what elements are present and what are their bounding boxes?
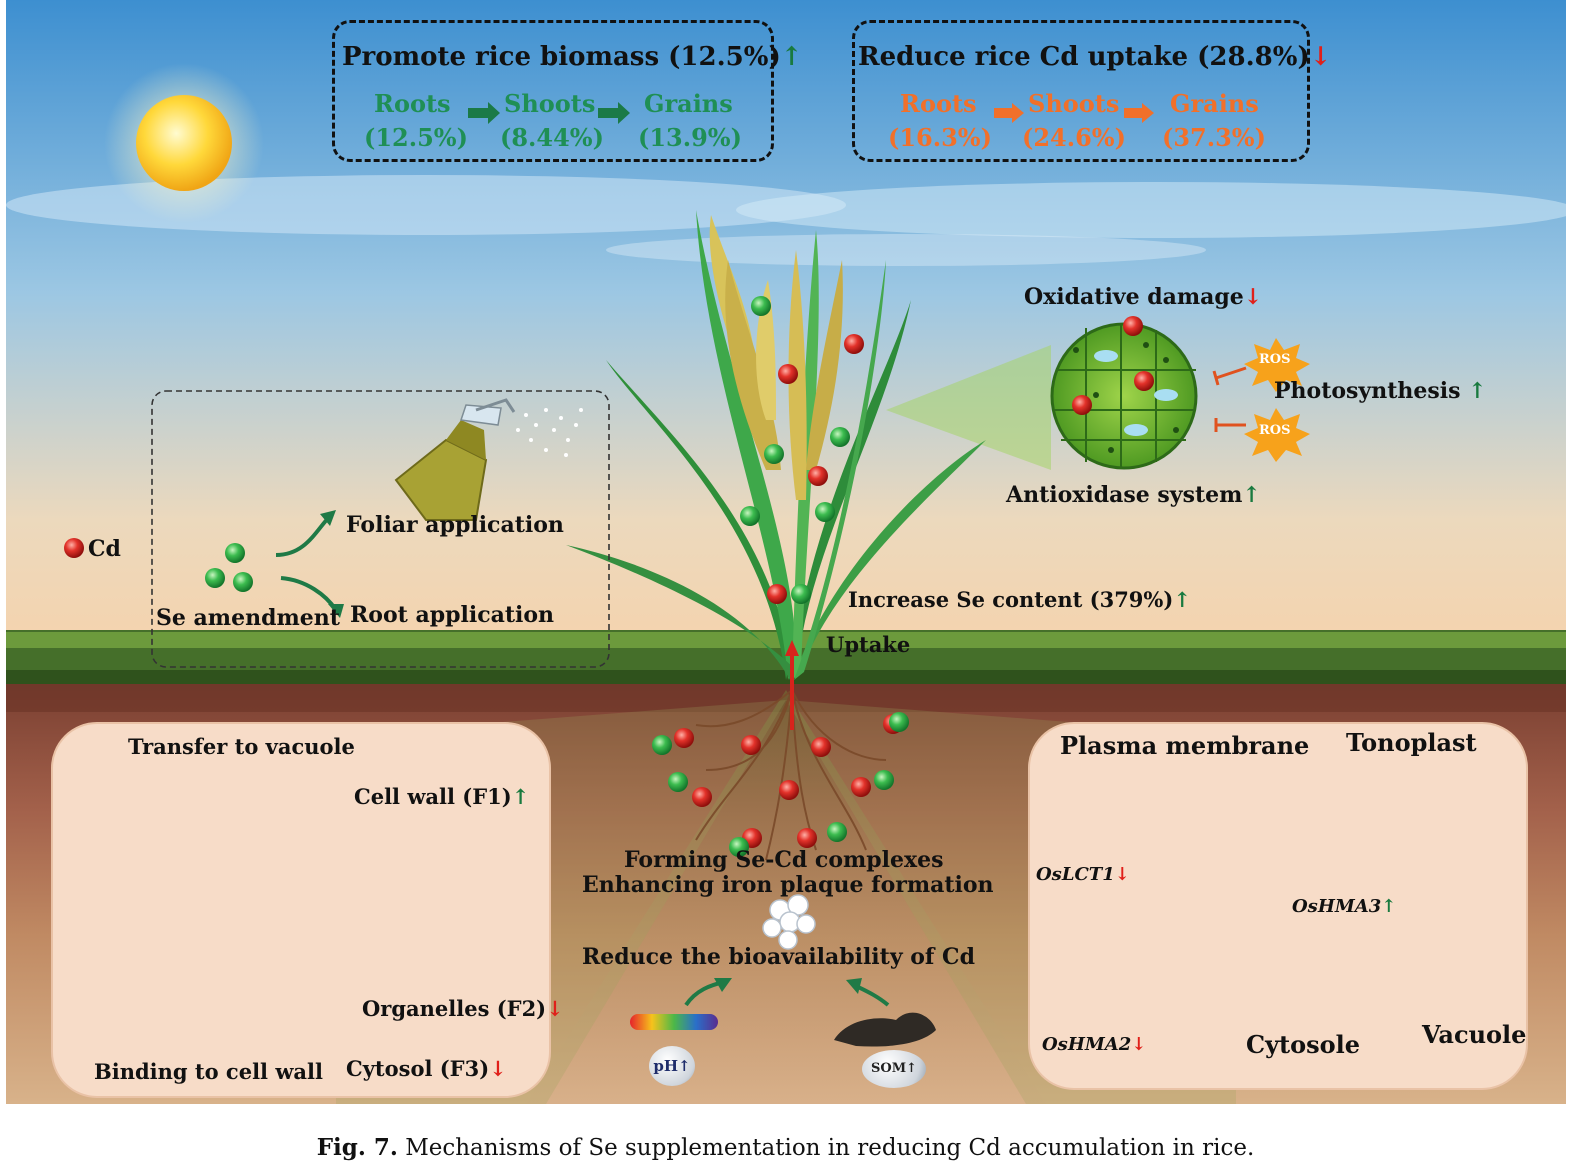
figure-label: Fig. 7. [316, 1134, 398, 1161]
cd-particle [779, 780, 799, 800]
cd-particle [851, 777, 871, 797]
down-arrow-icon: ↓ [1114, 864, 1130, 885]
legend-cd-label: Cd [88, 536, 121, 562]
se-particle [791, 584, 811, 604]
transfer-vacuole-label: Transfer to vacuole [128, 734, 355, 759]
cd-particle [64, 538, 84, 558]
se-particle [827, 822, 847, 842]
cd-roots-value: (16.3%) [888, 123, 992, 152]
se-particle [830, 427, 850, 447]
organelles-label: Organelles (F2)↓ [362, 996, 564, 1021]
ros-badge-bottom: ROS [1259, 423, 1291, 438]
se-content-label: Increase Se content (379%)↑ [848, 587, 1191, 612]
cd-particle [767, 584, 787, 604]
cd-shoots-label: Shoots [1028, 89, 1120, 118]
up-arrow-icon: ↑ [1381, 896, 1397, 917]
cd-grains-value: (37.3%) [1162, 123, 1266, 152]
oshma3-label: OsHMA3↑ [1292, 896, 1397, 917]
down-arrow-icon: ↓ [1309, 42, 1332, 72]
biomass-grains-label: Grains [644, 89, 733, 118]
se-particle [729, 837, 749, 857]
down-arrow-icon: ↓ [546, 996, 564, 1021]
cd-particle [674, 728, 694, 748]
bioavailability-label: Reduce the bioavailability of Cd [582, 944, 975, 970]
se-cd-complex-label: Forming Se-Cd complexes [624, 847, 944, 873]
up-arrow-icon: ↑ [678, 1057, 691, 1075]
plasma-membrane-label: Plasma membrane [1060, 731, 1310, 760]
se-particle [668, 772, 688, 792]
se-particle [874, 770, 894, 790]
cytosol-label: Cytosol (F3)↓ [346, 1056, 507, 1081]
vacuole-label: Vacuole [1422, 1020, 1527, 1049]
oxidative-damage-label: Oxidative damage↓ [1024, 284, 1263, 310]
cd-particle [692, 787, 712, 807]
down-arrow-icon: ↓ [1131, 1034, 1147, 1055]
se-particle [764, 444, 784, 464]
oshma2-label: OsHMA2↓ [1042, 1034, 1147, 1055]
cd-particle [811, 737, 831, 757]
root-application-label: Root application [350, 602, 555, 628]
se-particle [652, 735, 672, 755]
biomass-title: Promote rice biomass (12.5%)↑ [342, 42, 803, 72]
tonoplast-label: Tonoplast [1346, 728, 1477, 757]
biomass-box [332, 20, 774, 162]
cd-particle [1134, 371, 1154, 391]
som-badge: SOM↑ [862, 1050, 926, 1088]
down-arrow-icon: ↓ [1243, 284, 1263, 310]
cd-roots-label: Roots [900, 89, 977, 118]
up-arrow-icon: ↑ [1242, 482, 1261, 508]
cd-particle [741, 735, 761, 755]
antioxidase-label: Antioxidase system↑ [1006, 482, 1261, 508]
iron-plaque-label: Enhancing iron plaque formation [582, 872, 994, 898]
down-arrow-icon: ↓ [489, 1056, 507, 1081]
se-particle [751, 296, 771, 316]
mechanism-diagram: Promote rice biomass (12.5%)↑ Roots (12.… [6, 0, 1571, 1104]
se-particle [815, 502, 835, 522]
biomass-shoots-label: Shoots [504, 89, 596, 118]
up-arrow-icon: ↑ [1468, 378, 1487, 404]
cd-uptake-title: Reduce rice Cd uptake (28.8%)↓ [858, 42, 1332, 72]
ros-badge-top: ROS [1259, 352, 1291, 367]
oslct1-label: OsLCT1↓ [1036, 864, 1130, 885]
up-arrow-icon: ↑ [906, 1061, 917, 1076]
se-particle [889, 712, 909, 732]
cd-particle [1123, 316, 1143, 336]
cd-particle [808, 466, 828, 486]
biomass-shoots-value: (8.44%) [500, 123, 604, 152]
se-particle [740, 506, 760, 526]
se-particle [233, 572, 253, 592]
uptake-label: Uptake [826, 632, 911, 657]
photosynthesis-label: Photosynthesis ↑ [1274, 378, 1487, 404]
se-particle [205, 568, 225, 588]
membrane-transport-panel [1028, 722, 1528, 1090]
figure-caption: Fig. 7. Mechanisms of Se supplementation… [0, 1134, 1571, 1161]
binding-cell-wall-label: Binding to cell wall [94, 1059, 323, 1084]
cd-particle [778, 364, 798, 384]
foliar-application-label: Foliar application [346, 512, 564, 538]
figure-caption-text: Mechanisms of Se supplementation in redu… [405, 1135, 1255, 1161]
up-arrow-icon: ↑ [511, 784, 530, 809]
cd-particle [1072, 395, 1092, 415]
cell-fraction-panel [51, 722, 551, 1098]
cd-particle [797, 828, 817, 848]
cd-grains-label: Grains [1170, 89, 1259, 118]
biomass-grains-value: (13.9%) [638, 123, 742, 152]
se-amendment-label: Se amendment [156, 605, 340, 631]
up-arrow-icon: ↑ [1173, 587, 1191, 612]
cd-particle [844, 334, 864, 354]
se-particle [225, 543, 245, 563]
ph-badge: pH↑ [649, 1046, 695, 1086]
cell-wall-label: Cell wall (F1)↑ [354, 784, 530, 809]
cytosole-label: Cytosole [1246, 1030, 1361, 1059]
cd-shoots-value: (24.6%) [1022, 123, 1126, 152]
biomass-roots-value: (12.5%) [364, 123, 468, 152]
cd-uptake-box [852, 20, 1310, 162]
up-arrow-icon: ↑ [780, 42, 803, 72]
biomass-roots-label: Roots [374, 89, 451, 118]
